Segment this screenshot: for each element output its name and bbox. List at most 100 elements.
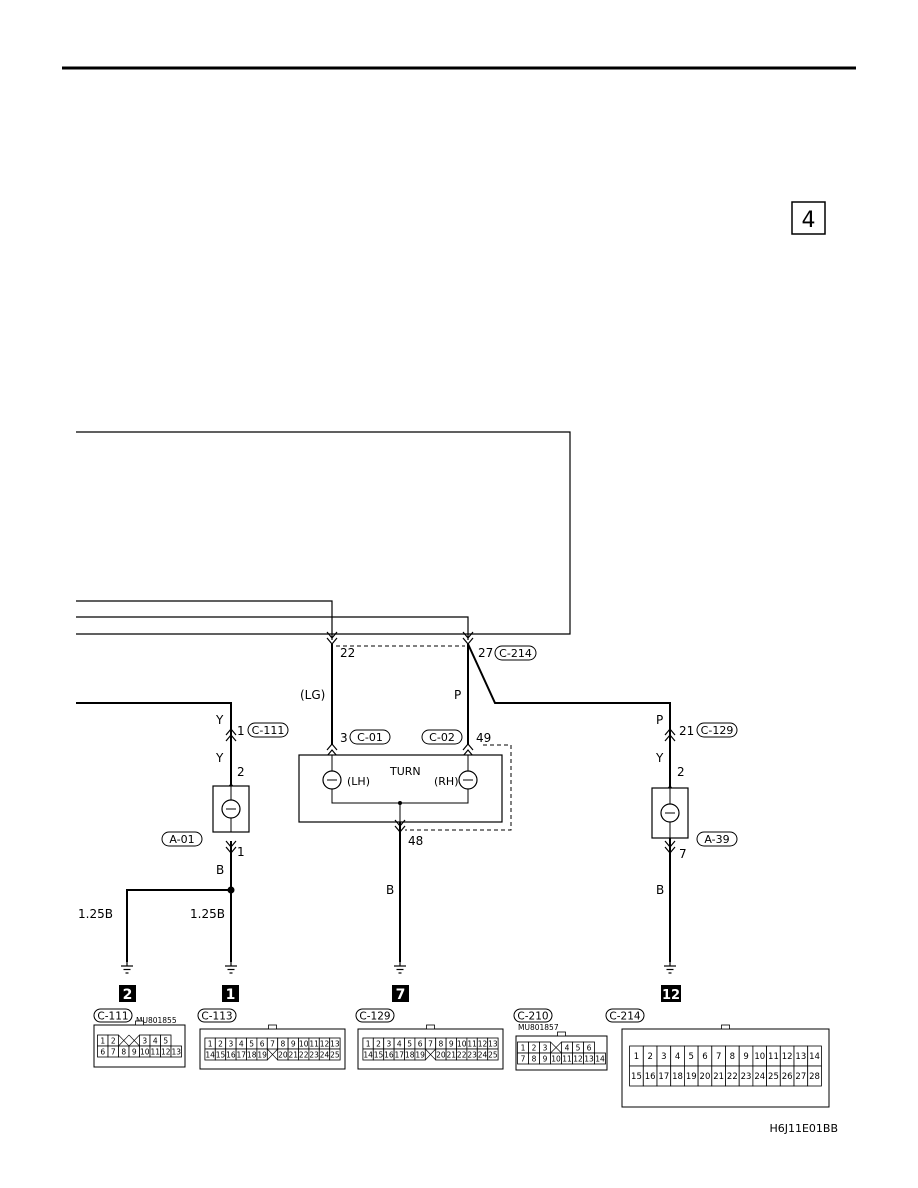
connector-pin-number: 19 (415, 1051, 425, 1060)
connector-pin (170, 1045, 182, 1058)
connector-pin-number: 7 (270, 1040, 275, 1049)
svg-text:12: 12 (662, 988, 680, 1003)
connector-pin-number: 7 (111, 1048, 116, 1057)
connector-pin-number: 10 (457, 1040, 467, 1049)
connector-pin-number: 3 (543, 1044, 548, 1053)
connector-pin-number: 12 (161, 1048, 171, 1057)
connector-pin-number: 13 (488, 1040, 498, 1049)
connector-pin-number: 10 (299, 1040, 309, 1049)
connector-pin-number: 22 (727, 1072, 738, 1082)
connector-pin-number: 24 (478, 1051, 488, 1060)
connector-pin (256, 1048, 268, 1061)
wire-color-b-center: B (386, 883, 394, 897)
upper-frame (76, 431, 571, 640)
connector-pin-number: 3 (229, 1040, 234, 1049)
connector-view-label: C-214 (605, 1008, 645, 1023)
connector-pin-number: 11 (467, 1040, 477, 1049)
connector-pin (414, 1048, 426, 1061)
connector-pin-number: 19 (686, 1072, 697, 1082)
connector-pin-number: 15 (374, 1051, 384, 1060)
wire-color-y-left-2: Y (215, 751, 224, 765)
terminal-2-left: 2 (237, 765, 245, 779)
connector-pin-number: 2 (532, 1044, 537, 1053)
connector-pin-number: 17 (658, 1072, 669, 1082)
section-number-box: 4 (791, 201, 826, 235)
connector-pin-number: 12 (782, 1052, 793, 1062)
connector-pin-number: 24 (754, 1072, 765, 1082)
connector-part-number: MU801857 (518, 1023, 559, 1032)
connector-pin-number: 3 (142, 1037, 147, 1046)
connector-pin-number: 10 (754, 1052, 765, 1062)
svg-text:C-01: C-01 (357, 731, 383, 744)
connector-pin-number: 6 (100, 1048, 105, 1057)
connector-pin-number: 4 (153, 1037, 158, 1046)
terminal-2-right: 2 (677, 765, 685, 779)
connector-part-number: MU801855 (136, 1016, 177, 1025)
connector-pin-number: 7 (716, 1052, 721, 1062)
connector-pin-number: 8 (532, 1055, 537, 1064)
wire-color-p-right: P (656, 713, 663, 727)
connector-pin-number: 5 (576, 1044, 581, 1053)
connector-pin-number: 9 (743, 1052, 748, 1062)
connector-pin-number: 8 (121, 1048, 126, 1057)
connector-pin-number: 28 (809, 1072, 820, 1082)
connector-pin-number: 15 (216, 1051, 226, 1060)
connector-pin (594, 1052, 606, 1065)
wire-color-b-left: B (216, 863, 224, 877)
center-connector-arrows (326, 743, 474, 757)
connector-pin-number: 14 (809, 1052, 820, 1062)
connector-pin-number: 8 (730, 1052, 735, 1062)
wire-p-right (467, 643, 671, 736)
connector-pin-number: 27 (795, 1072, 806, 1082)
connector-pin-number: 9 (132, 1048, 137, 1057)
wire-gauge-a: 1.25B (78, 907, 113, 921)
svg-text:C-210: C-210 (517, 1011, 548, 1023)
connector-blank-pin (267, 1048, 278, 1061)
connector-pin-number: 16 (645, 1072, 656, 1082)
svg-text:C-214: C-214 (499, 647, 532, 660)
connector-pin-number: 2 (218, 1040, 223, 1049)
connector-pin-number: 16 (226, 1051, 236, 1060)
connector-blank-pin (128, 1034, 140, 1047)
connector-pin-number: 6 (418, 1040, 423, 1049)
connector-pin-number: 17 (395, 1051, 405, 1060)
connector-pin-number: 23 (741, 1072, 752, 1082)
connector-pin-number: 11 (768, 1052, 779, 1062)
shield-dashed-lower (405, 744, 512, 831)
svg-text:C-129: C-129 (701, 724, 734, 737)
terminal-21: 21 (679, 724, 694, 738)
connector-lock-tab (426, 1024, 435, 1030)
connector-c129-arrows (664, 728, 676, 742)
ground-symbol (664, 962, 676, 974)
connector-view-label: C-111 (93, 1008, 133, 1023)
svg-text:2: 2 (123, 987, 133, 1003)
connector-pin-number: 9 (543, 1055, 548, 1064)
ground-badge-2: 2 (119, 985, 136, 1003)
connector-pin-number: 9 (449, 1040, 454, 1049)
connector-pin-number: 10 (551, 1055, 561, 1064)
connector-pin (329, 1048, 341, 1061)
connector-pin-number: 21 (447, 1051, 457, 1060)
connector-view-label: C-113 (197, 1008, 237, 1023)
svg-text:C-02: C-02 (429, 731, 455, 744)
connector-pin-number: 2 (647, 1052, 652, 1062)
connector-pin-number: 4 (239, 1040, 244, 1049)
connector-label-c111: C-111 (247, 722, 289, 738)
terminal-3: 3 (340, 731, 348, 745)
connector-pin-number: 1 (521, 1044, 526, 1053)
connector-pin-number: 23 (309, 1051, 319, 1060)
ground-badge-1: 1 (222, 985, 239, 1003)
connector-pin-number: 21 (289, 1051, 299, 1060)
connector-pin-number: 24 (320, 1051, 330, 1060)
connector-pin-number: 13 (584, 1055, 594, 1064)
ground-symbol (225, 962, 237, 974)
svg-text:C-129: C-129 (359, 1011, 390, 1023)
connector-pin-number: 13 (171, 1048, 181, 1057)
ground-symbol (121, 962, 133, 974)
wire-color-y-right: Y (655, 751, 664, 765)
svg-text:C-113: C-113 (201, 1011, 232, 1023)
